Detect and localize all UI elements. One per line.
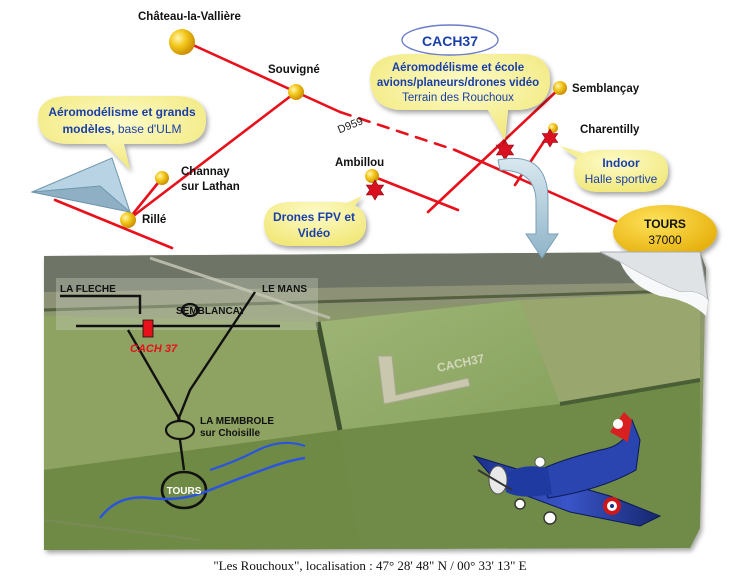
river-cher <box>209 441 306 472</box>
model-plane-icon <box>472 412 662 527</box>
cach37-line1: Aéromodélisme et école <box>392 62 524 74</box>
tours-badge-name: TOURS <box>644 217 686 231</box>
town-label-semblancay: Semblançay <box>572 83 640 95</box>
drones-line2: Vidéo <box>298 226 330 240</box>
diagram-label-membrole: LA MEMBROLE <box>200 416 274 427</box>
indoor-line1: Indoor <box>602 156 640 170</box>
road-souvigne-d959 <box>294 90 342 114</box>
town-label-chateau: Château-la-Vallière <box>138 11 241 23</box>
town-dot-rille <box>120 212 136 228</box>
site-star-icon <box>495 139 515 161</box>
road-chateau-souvigne <box>180 38 298 94</box>
town-dot-semblancay <box>553 81 567 95</box>
diagram-label-semblancay: SEMBLANCAY <box>176 306 246 317</box>
aerial-photo-content: CACH37 <box>44 252 706 550</box>
road-souvigne-rille <box>126 90 298 222</box>
diagram-label-le-mans: LE MANS <box>262 284 307 295</box>
cach37-marker <box>142 319 154 338</box>
road-label-d959: D959 <box>336 115 365 136</box>
town-label-rille: Rillé <box>142 214 166 226</box>
town-label-channay: Channay <box>181 166 230 178</box>
site-star-icon <box>541 128 559 148</box>
membrole-circle <box>164 419 196 441</box>
cach37-title: CACH37 <box>422 33 478 49</box>
road-semblancay <box>426 86 562 214</box>
tours-badge-zip: 37000 <box>648 233 682 247</box>
town-label-charentilly: Charentilly <box>580 124 640 136</box>
location-caption: "Les Rouchoux", localisation : 47° 28' 4… <box>213 558 527 573</box>
route-diagram <box>56 278 318 519</box>
diagram-label-la-fleche: LA FLECHE <box>60 284 116 295</box>
river-loire <box>99 456 306 519</box>
rille-line1: Aéromodélisme et grands <box>48 105 196 119</box>
callout-drones <box>264 196 366 246</box>
road-rille-left <box>53 198 174 250</box>
callout-cach37 <box>370 54 550 140</box>
airfield-field <box>318 300 560 430</box>
tours-circle <box>160 470 208 510</box>
callout-indoor <box>560 146 668 192</box>
town-dot-souvigne <box>288 84 304 100</box>
runway-strip <box>377 355 471 405</box>
road-ambillou <box>370 174 460 212</box>
town-label-channay-sub: sur Lathan <box>181 181 240 193</box>
diagram-label-membrole-sub: sur Choisille <box>200 428 260 439</box>
town-label-souvigne: Souvigné <box>268 64 320 76</box>
town-dots <box>120 29 567 228</box>
cach37-line2: avions/planeurs/drones vidéo <box>377 77 539 89</box>
town-dot-chateau <box>169 29 195 55</box>
paper-plane-icon <box>30 157 132 213</box>
town-label-ambillou: Ambillou <box>335 157 384 169</box>
indoor-line2: Halle sportive <box>585 172 658 186</box>
page-curl <box>599 251 709 316</box>
pointer-arrow-icon <box>497 157 559 259</box>
town-dot-channay <box>155 171 169 185</box>
road-d959-dashed <box>338 110 457 152</box>
cach37-title-pill: CACH37 <box>401 24 499 56</box>
diagram-label-cach37: CACH 37 <box>130 343 178 355</box>
rille-line2: modèles, base d'ULM <box>62 122 181 136</box>
rille-line2-rest: base d'ULM <box>115 122 182 136</box>
rille-line2-bold: modèles, <box>62 122 114 136</box>
road-rille-channay <box>126 176 164 222</box>
drones-line1: Drones FPV et <box>273 210 355 224</box>
diagram-label-tours: TOURS <box>167 486 202 497</box>
semblancay-dot <box>180 302 200 318</box>
site-star-icon <box>365 179 385 201</box>
tours-badge <box>613 205 717 259</box>
town-dot-ambillou <box>365 169 379 183</box>
callout-rille <box>38 96 206 170</box>
cach37-line3: Terrain des Rouchoux <box>402 92 514 104</box>
